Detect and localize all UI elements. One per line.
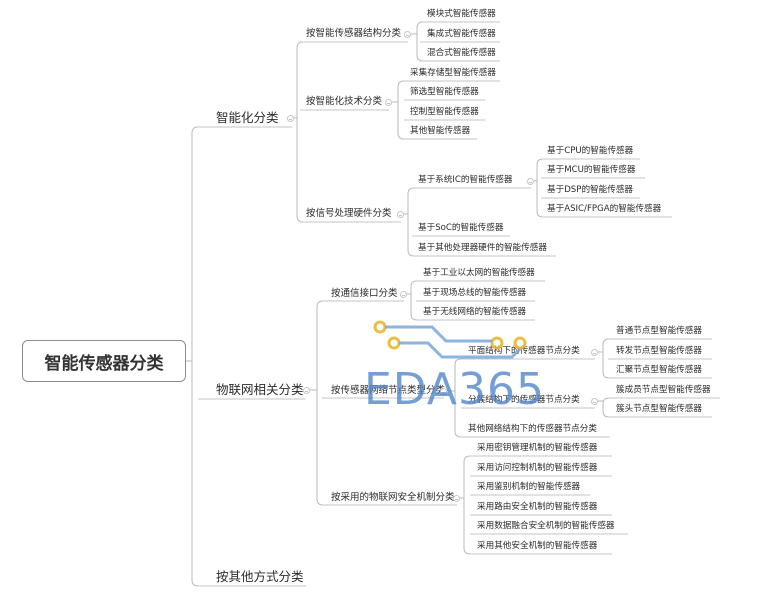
collapse-toggle-icon[interactable] (440, 388, 447, 395)
collapse-toggle-icon[interactable] (287, 115, 294, 122)
leaf-soc[interactable]: 基于SoC的智能传感器 (418, 223, 504, 233)
leaf-data-fusion[interactable]: 采用数据融合安全机制的智能传感器 (477, 521, 615, 531)
node-system-ic[interactable]: 基于系统IC的智能传感器 (418, 175, 513, 185)
comm-connector-spine (410, 280, 418, 321)
leaf-hybrid[interactable]: 混合式智能传感器 (427, 48, 496, 58)
leaf-cluster-member[interactable]: 簇成员节点型智能传感器 (616, 385, 711, 395)
collapse-toggle-icon[interactable] (453, 495, 460, 502)
leaf-fieldbus[interactable]: 基于现场总线的智能传感器 (423, 288, 527, 298)
collapse-toggle-icon[interactable] (397, 211, 404, 218)
branch-iot[interactable]: 物联网相关分类 (216, 382, 304, 397)
branch-intelligence[interactable]: 智能化分类 (216, 110, 279, 125)
leaf-control[interactable]: 控制型智能传感器 (410, 107, 479, 117)
leaf-other-network[interactable]: 其他网络结构下的传感器节点分类 (468, 424, 597, 434)
leaf-asic-fpga[interactable]: 基于ASIC/FPGA的智能传感器 (547, 204, 662, 214)
node-connector-spine (454, 358, 462, 438)
collapse-toggle-icon[interactable] (385, 99, 392, 106)
cluster-connector-spine (602, 397, 610, 418)
branch-other[interactable]: 按其他方式分类 (216, 569, 304, 584)
leaf-cluster-head[interactable]: 簇头节点型智能传感器 (616, 404, 702, 414)
leaf-forward-node[interactable]: 转发节点型智能传感器 (616, 346, 702, 356)
leaf-other-processor[interactable]: 基于其他处理器硬件的智能传感器 (418, 243, 547, 253)
collapse-toggle-icon[interactable] (591, 349, 598, 356)
leaf-filter[interactable]: 筛选型智能传感器 (410, 87, 479, 97)
root-node[interactable]: 智能传感器分类 (22, 340, 186, 382)
leaf-cpu[interactable]: 基于CPU的智能传感器 (547, 146, 634, 156)
ic-connector-spine (536, 158, 544, 218)
eda365-logo-icon (373, 320, 527, 359)
leaf-mcu[interactable]: 基于MCU的智能传感器 (547, 165, 636, 175)
iot-connector-spine (316, 300, 324, 506)
leaf-collect-store[interactable]: 采集存储型智能传感器 (410, 68, 496, 78)
leaf-ethernet[interactable]: 基于工业以太网的智能传感器 (423, 268, 535, 278)
leaf-integrated[interactable]: 集成式智能传感器 (427, 29, 496, 39)
leaf-authentication[interactable]: 采用鉴别机制的智能传感器 (477, 482, 581, 492)
watermark-text: EDA365 (364, 364, 545, 415)
hardware-connector-spine (407, 187, 415, 257)
root-connector-spine (191, 126, 199, 587)
collapse-toggle-icon[interactable] (400, 291, 407, 298)
node-cluster-structure[interactable]: 分簇结构下的传感器节点分类 (468, 395, 580, 405)
leaf-other-security[interactable]: 采用其他安全机制的智能传感器 (477, 541, 598, 551)
leaf-routing-security[interactable]: 采用路由安全机制的智能传感器 (477, 502, 598, 512)
node-hardware-class[interactable]: 按信号处理硬件分类 (306, 208, 392, 219)
leaf-wireless[interactable]: 基于无线网络的智能传感器 (423, 307, 527, 317)
leaf-key-mgmt[interactable]: 采用密钥管理机制的智能传感器 (477, 443, 598, 453)
collapse-toggle-icon[interactable] (527, 178, 534, 185)
collapse-toggle-icon[interactable] (404, 31, 411, 38)
leaf-access-control[interactable]: 采用访问控制机制的智能传感器 (477, 463, 598, 473)
node-network-node-type[interactable]: 按传感器网络节点类型分类 (331, 385, 446, 396)
leaf-other-smart[interactable]: 其他智能传感器 (410, 126, 471, 136)
node-security-mechanism[interactable]: 按采用的物联网安全机制分类 (331, 492, 455, 503)
collapse-toggle-icon[interactable] (303, 387, 310, 394)
leaf-module[interactable]: 模块式智能传感器 (427, 9, 496, 19)
structure-connector-spine (416, 21, 424, 62)
security-connector-spine (463, 455, 471, 555)
leaf-dsp[interactable]: 基于DSP的智能传感器 (547, 185, 634, 195)
node-structure-class[interactable]: 按智能传感器结构分类 (306, 28, 402, 39)
flat-connector-spine (602, 338, 610, 379)
node-comm-interface[interactable]: 按通信接口分类 (331, 288, 398, 299)
leaf-sink-node[interactable]: 汇聚节点型智能传感器 (616, 365, 702, 375)
intel-connector-spine (296, 41, 304, 223)
node-flat-structure[interactable]: 平面结构下的传感器节点分类 (468, 346, 580, 356)
leaf-normal-node[interactable]: 普通节点型智能传感器 (616, 326, 702, 336)
node-tech-class[interactable]: 按智能化技术分类 (306, 96, 383, 107)
collapse-toggle-icon[interactable] (591, 398, 598, 405)
tech-connector-spine (397, 80, 405, 140)
